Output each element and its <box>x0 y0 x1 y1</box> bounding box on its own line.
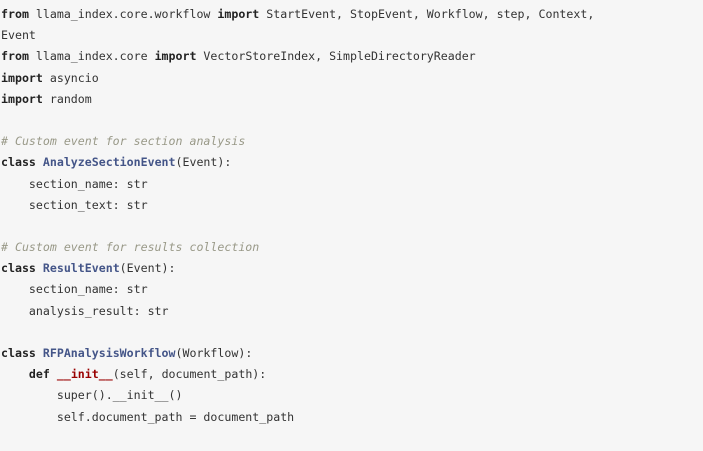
code-line: analysis_result: str <box>1 301 703 322</box>
code-line: from llama_index.core.workflow import St… <box>1 4 703 25</box>
code-comment: # Custom event for section analysis <box>1 134 246 149</box>
code-line: from llama_index.core import VectorStore… <box>1 46 703 67</box>
keyword: from <box>1 7 29 21</box>
keyword: import <box>217 7 260 21</box>
keyword: class <box>1 346 36 360</box>
keyword: import <box>1 70 43 85</box>
blank-line <box>1 110 703 131</box>
code-text: section_name: str <box>1 282 148 297</box>
code-text: section_text: str <box>1 197 148 212</box>
keyword: import <box>154 49 197 64</box>
code-line: self.document_path = document_path <box>1 407 703 428</box>
code-line: super().__init__() <box>1 385 703 406</box>
code-line: import random <box>1 89 703 110</box>
code-text <box>1 367 29 381</box>
code-line: def __init__(self, document_path): <box>1 364 703 385</box>
keyword: from <box>1 49 29 64</box>
code-comment: # Custom event for results collection <box>1 240 260 255</box>
code-text: random <box>42 91 92 106</box>
code-line: class RFPAnalysisWorkflow(Workflow): <box>1 343 703 364</box>
blank-line <box>1 322 703 343</box>
code-text: analysis_result: str <box>1 303 169 318</box>
code-text: llama_index.core <box>28 49 155 64</box>
code-text: VectorStoreIndex, SimpleDirectoryReader <box>196 49 476 64</box>
code-line: Event <box>1 25 703 46</box>
code-line: class AnalyzeSectionEvent(Event): <box>1 152 703 173</box>
code-line: section_name: str <box>1 279 703 300</box>
code-text <box>36 155 43 169</box>
code-text: (Event): <box>175 155 232 170</box>
blank-line <box>1 216 703 237</box>
code-line: # Custom event for section analysis <box>1 131 703 152</box>
keyword: class <box>1 155 36 170</box>
function-name: __init__ <box>56 367 113 382</box>
class-name: RFPAnalysisWorkflow <box>42 346 176 360</box>
keyword: def <box>28 367 50 382</box>
code-text: section_name: str <box>1 176 148 191</box>
keyword: class <box>1 261 36 276</box>
code-line: section_text: str <box>1 195 703 216</box>
code-text: self.document_path = document_path <box>1 409 295 424</box>
code-text: (Workflow): <box>175 346 253 360</box>
code-text: llama_index.core.workflow <box>28 7 218 21</box>
code-text <box>36 261 43 275</box>
code-text: (Event): <box>119 261 176 276</box>
code-text: Event <box>1 28 36 43</box>
code-line: section_name: str <box>1 174 703 195</box>
code-text <box>36 346 43 360</box>
code-line: import asyncio <box>1 68 703 89</box>
code-text: super().__init__() <box>1 388 183 403</box>
code-text: asyncio <box>42 70 99 85</box>
code-text: StartEvent, StopEvent, Workflow, step, C… <box>259 7 595 21</box>
code-text: (self, document_path): <box>112 367 267 382</box>
class-name: ResultEvent <box>42 261 120 276</box>
code-line: class ResultEvent(Event): <box>1 258 703 279</box>
code-text <box>50 367 57 381</box>
class-name: AnalyzeSectionEvent <box>42 155 176 170</box>
keyword: import <box>1 91 43 106</box>
code-line: # Custom event for results collection <box>1 237 703 258</box>
